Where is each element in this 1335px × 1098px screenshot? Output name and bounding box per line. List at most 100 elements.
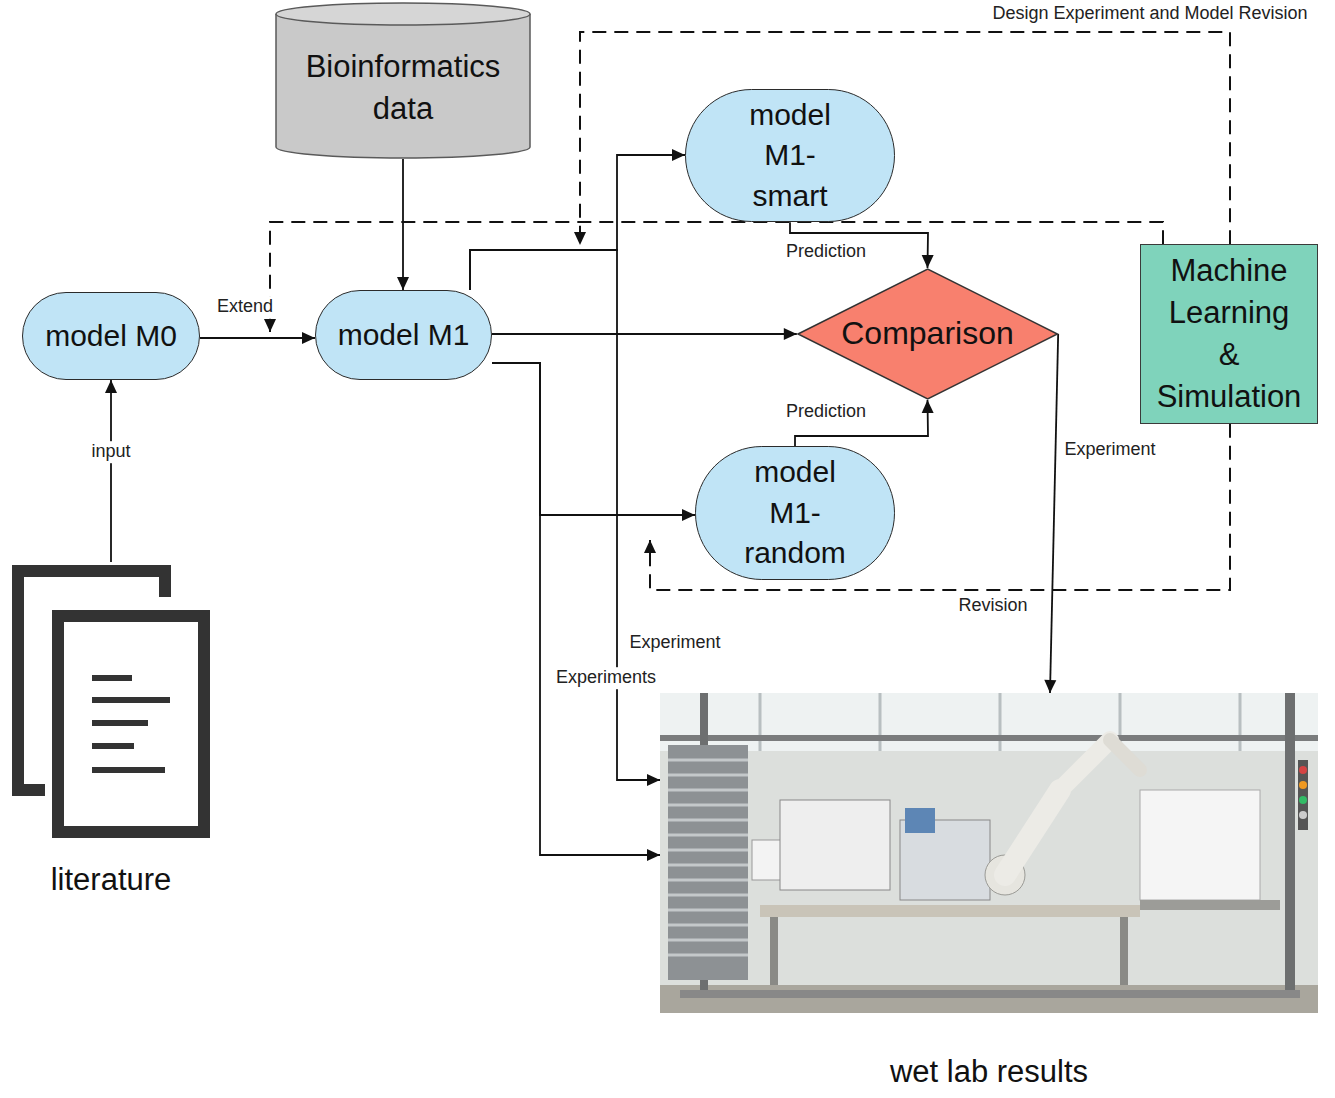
arrowhead (264, 319, 276, 332)
lab-photo (660, 735, 1318, 741)
model-box: model M1-smart (685, 89, 895, 223)
lab-photo (668, 939, 748, 942)
arrowhead (105, 380, 117, 393)
connector (397, 159, 409, 290)
lab-photo (999, 693, 1002, 751)
node-text: model M1 (338, 315, 470, 356)
document-icon (92, 697, 170, 703)
edge-label: Prediction (784, 241, 868, 263)
node-text: model M1-random (744, 452, 846, 574)
document-icon (58, 616, 204, 832)
node-text: model M0 (45, 316, 177, 357)
lab-photo (1299, 766, 1307, 774)
lab-photo (668, 849, 748, 852)
connector (402, 159, 404, 290)
node-text: Machine Learning & Simulation (1157, 250, 1302, 417)
lab-photo (668, 789, 748, 792)
lab-photo (668, 894, 748, 897)
model-box: model M1-random (695, 446, 895, 580)
connector (1050, 334, 1058, 693)
arrowhead (672, 149, 685, 161)
edge-label: Prediction (784, 401, 868, 423)
lab-photo (1298, 760, 1308, 830)
lab-photo (668, 954, 748, 957)
connector (492, 363, 660, 855)
connector (200, 337, 315, 339)
lab-photo (1299, 811, 1307, 819)
diamond-outline (798, 269, 1057, 399)
connector (492, 333, 797, 335)
lab-photo (668, 759, 748, 762)
lab-photo (1060, 740, 1110, 790)
database-cylinder: Bioinformatics data (275, 2, 531, 159)
arrowhead (397, 277, 409, 290)
edge-label: input (89, 441, 132, 463)
process-box: Machine Learning & Simulation (1140, 244, 1318, 423)
lab-photo (1120, 917, 1128, 985)
lab-photo (780, 800, 890, 890)
lab-photo (1239, 693, 1242, 751)
lab-photo (1140, 900, 1280, 910)
document-icon (92, 743, 134, 749)
lab-photo (668, 879, 748, 882)
lab-photo (668, 804, 748, 807)
node-text: wet lab results (660, 1055, 1318, 1089)
lab-photo (668, 819, 748, 822)
document-icon (92, 767, 165, 773)
model-box: model M0 (22, 292, 200, 380)
lab-photo (770, 917, 778, 985)
lab-photo (759, 693, 762, 751)
node-text: Bioinformatics data (306, 46, 501, 130)
connector (470, 149, 685, 290)
literature-node: literature (8, 562, 214, 900)
lab-photo (668, 745, 748, 980)
connector (492, 363, 660, 861)
lab-photo (680, 990, 1300, 998)
lab-photo (1299, 796, 1307, 804)
arrowhead (574, 232, 586, 245)
document-icon (92, 720, 148, 726)
lab-photo (879, 693, 882, 751)
node-text: Comparison (841, 312, 1014, 355)
arrowhead (644, 540, 656, 553)
document-icon (92, 675, 132, 681)
connector (492, 363, 695, 515)
lab-photo (1110, 740, 1140, 770)
lab-photo (1299, 781, 1307, 789)
arrowhead (682, 509, 695, 521)
wet-lab-node: wet lab results (660, 693, 1318, 1093)
connector (105, 380, 117, 562)
lab-photo (668, 864, 748, 867)
arrowhead (647, 774, 660, 786)
arrowhead (647, 849, 660, 861)
lab-photo (1285, 693, 1295, 993)
node-text: literature (8, 863, 214, 897)
cylinder-outline (276, 3, 530, 25)
lab-photo (668, 834, 748, 837)
cylinder-outline (276, 14, 530, 158)
lab-photo (760, 905, 1140, 917)
connector (492, 363, 695, 521)
lab-photo (668, 774, 748, 777)
arrowhead (922, 400, 934, 413)
arrowhead (302, 332, 315, 344)
dashed-connector (644, 424, 1230, 590)
connector (470, 250, 660, 780)
connector (1044, 334, 1058, 693)
edge-label: Experiment (627, 632, 722, 654)
lab-photo (1140, 790, 1260, 900)
document-icon (18, 571, 204, 832)
decision-diamond: Comparison (797, 268, 1058, 400)
edge-label: Experiments (554, 667, 658, 689)
lab-photo (668, 909, 748, 912)
lab-photo (660, 985, 1318, 1013)
lab-photo (660, 693, 1318, 751)
lab-photo (668, 924, 748, 927)
dashed-connector (580, 32, 1230, 245)
connector (200, 332, 315, 344)
lab-photo (660, 693, 1318, 1013)
connector (492, 328, 797, 340)
